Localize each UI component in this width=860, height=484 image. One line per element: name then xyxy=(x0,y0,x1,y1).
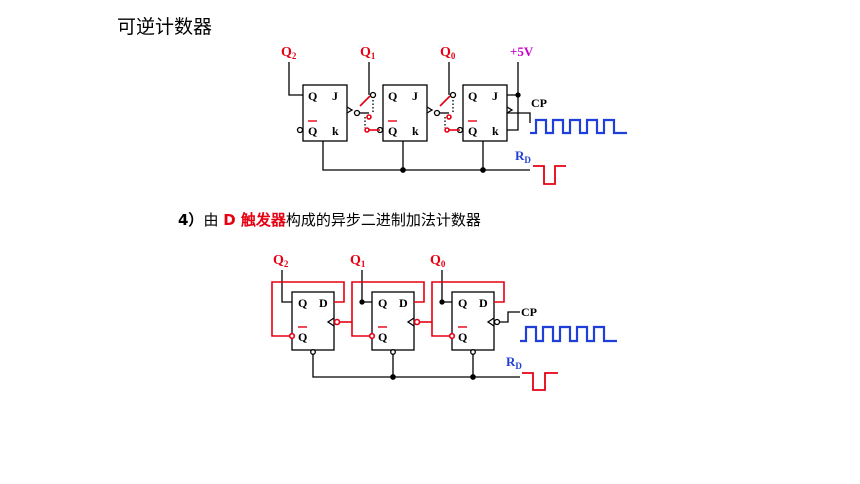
jk-contact-1b xyxy=(364,127,370,133)
jk-contact-0b xyxy=(444,127,450,133)
jk-pin-labels: Q J Q k Q J Q k Q J Q k xyxy=(308,89,499,138)
jk-output-labels: Q2 Q1 Q0 xyxy=(281,45,456,61)
d1-pin-q: Q xyxy=(378,296,387,310)
jk-reset-pulse xyxy=(533,165,566,185)
jk1-pin-j: J xyxy=(412,89,418,103)
d-reset-bus xyxy=(312,354,520,378)
d-clock-waveform xyxy=(520,325,617,343)
d-reset-node-0 xyxy=(470,374,476,380)
jk1-pin-qbar: Q xyxy=(388,124,397,138)
jk-switch-slash-0 xyxy=(439,95,451,107)
d-qbar-bubble-0 xyxy=(448,332,456,340)
jk-clock-waveform xyxy=(530,118,627,135)
jk2-pin-qbar: Q xyxy=(308,124,317,138)
d-node-q0 xyxy=(439,299,445,305)
d-reset-node-1 xyxy=(390,374,396,380)
jk-clk-bubble-2 xyxy=(353,109,361,117)
d1-pin-qbar: Q xyxy=(378,330,387,344)
d-label-cp: CP xyxy=(521,305,537,319)
jk-label-cp: CP xyxy=(531,96,547,110)
d-clk-bubble-2 xyxy=(333,318,341,326)
jk-counter-circuit xyxy=(288,62,531,173)
d0-pin-qbar: Q xyxy=(458,330,467,344)
caption-prefix: 由 xyxy=(203,211,224,229)
d-wire-q0 xyxy=(441,270,452,303)
d-feedback-1 xyxy=(351,281,425,337)
d-feedback-0 xyxy=(431,281,505,337)
jk0-pin-k: k xyxy=(492,124,499,138)
jk-contact-1a xyxy=(366,114,372,120)
jk-wire-5v-j xyxy=(507,62,519,96)
d-feedback-2 xyxy=(271,281,345,337)
caption-number: 4） xyxy=(178,211,204,229)
d0-pin-d: D xyxy=(479,296,488,310)
jk-bubble-q1 xyxy=(369,91,377,99)
jk-label-rd: RD xyxy=(515,148,531,165)
d-clk-triangle-1 xyxy=(406,317,415,327)
d-clk-triangle-0 xyxy=(486,317,495,327)
jk-node-5v xyxy=(515,92,521,98)
d-qbar-bubble-1 xyxy=(368,332,376,340)
jk-wire-q2 xyxy=(288,62,303,96)
jk1-pin-q: Q xyxy=(388,89,397,103)
d-reset-pulse xyxy=(522,372,558,391)
jk-reset-bus xyxy=(322,141,530,171)
jk2-pin-q: Q xyxy=(308,89,317,103)
jk0-pin-qbar: Q xyxy=(468,124,477,138)
jk-wire-5v-k xyxy=(507,95,519,131)
d-clk-triangle-2 xyxy=(326,317,335,327)
jk-reset-node-0 xyxy=(480,167,486,173)
slide-title: 可逆计数器 xyxy=(117,16,213,38)
d-clk-bubble-0 xyxy=(493,318,501,326)
jk-clk-triangle-0 xyxy=(506,106,514,114)
d-reset-bubble-1 xyxy=(390,349,396,355)
jk2-pin-k: k xyxy=(332,124,339,138)
section-caption: 4）由 D 触发器构成的异步二进制加法计数器 xyxy=(178,209,481,230)
caption-suffix: 构成的异步二进制加法计数器 xyxy=(285,211,481,229)
d-label-q2: Q2 xyxy=(273,253,289,269)
jk0-pin-q: Q xyxy=(468,89,477,103)
d-label-q0: Q0 xyxy=(430,253,446,269)
jk1-pin-k: k xyxy=(412,124,419,138)
d-wire-q2 xyxy=(281,270,292,303)
jk-switch-slash-1 xyxy=(359,95,371,107)
d-counter-circuit xyxy=(281,270,520,380)
d-label-rd: RD xyxy=(506,354,522,371)
jk-switch-marks xyxy=(359,95,460,133)
jk-contact-0a xyxy=(446,114,452,120)
d-output-labels: Q2 Q1 Q0 xyxy=(273,253,446,269)
jk-qbar-bubble-2 xyxy=(296,126,304,134)
d-node-q1 xyxy=(359,299,365,305)
caption-highlight: D 触发器 xyxy=(223,211,286,229)
jk0-pin-j: J xyxy=(492,89,498,103)
d-reset-bubble-2 xyxy=(310,349,316,355)
d-feedback-wires xyxy=(271,281,505,340)
d-qbar-bubble-2 xyxy=(288,332,296,340)
d2-pin-q: Q xyxy=(298,296,307,310)
d-reset-bubble-0 xyxy=(470,349,476,355)
d-clk-bubble-1 xyxy=(413,318,421,326)
d1-pin-d: D xyxy=(399,296,408,310)
d-wire-cp xyxy=(500,311,520,323)
jk-reset-node-1 xyxy=(400,167,406,173)
d2-pin-d: D xyxy=(319,296,328,310)
jk-clk-triangle-2 xyxy=(346,106,354,114)
d-pin-labels: Q D Q Q D Q Q D Q xyxy=(298,296,488,344)
d-wire-q1 xyxy=(361,270,372,303)
jk-label-supply: +5V xyxy=(510,44,534,59)
d0-pin-q: Q xyxy=(458,296,467,310)
jk-label-q2: Q2 xyxy=(281,45,297,61)
d-label-q1: Q1 xyxy=(350,253,366,269)
jk-clk-bubble-1 xyxy=(433,109,441,117)
jk-label-q0: Q0 xyxy=(440,45,456,61)
jk-clk-triangle-1 xyxy=(426,106,434,114)
jk-label-q1: Q1 xyxy=(360,45,376,61)
jk-bubble-q0 xyxy=(449,91,457,99)
d2-pin-qbar: Q xyxy=(298,330,307,344)
jk-wire-cp xyxy=(507,112,531,123)
jk2-pin-j: J xyxy=(332,89,338,103)
